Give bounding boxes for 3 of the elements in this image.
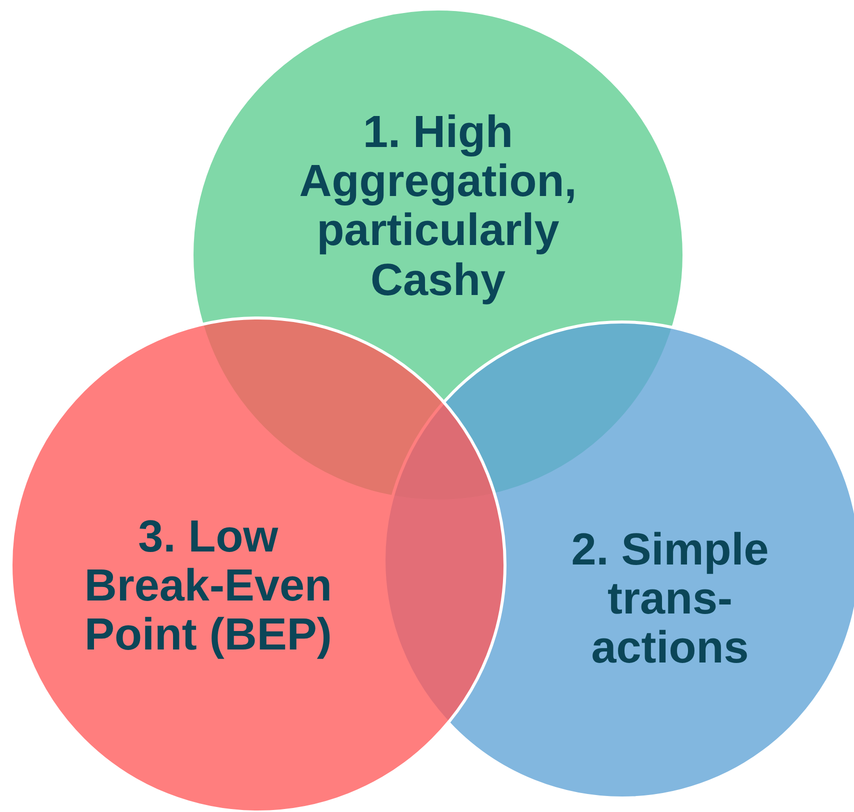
circle-label: 3. Low Break-Even Point (BEP): [83, 511, 333, 658]
circle-label: 1. High Aggregation, particularly Cashy: [298, 107, 578, 304]
circle-label: 2. Simple trans- actions: [570, 524, 770, 672]
